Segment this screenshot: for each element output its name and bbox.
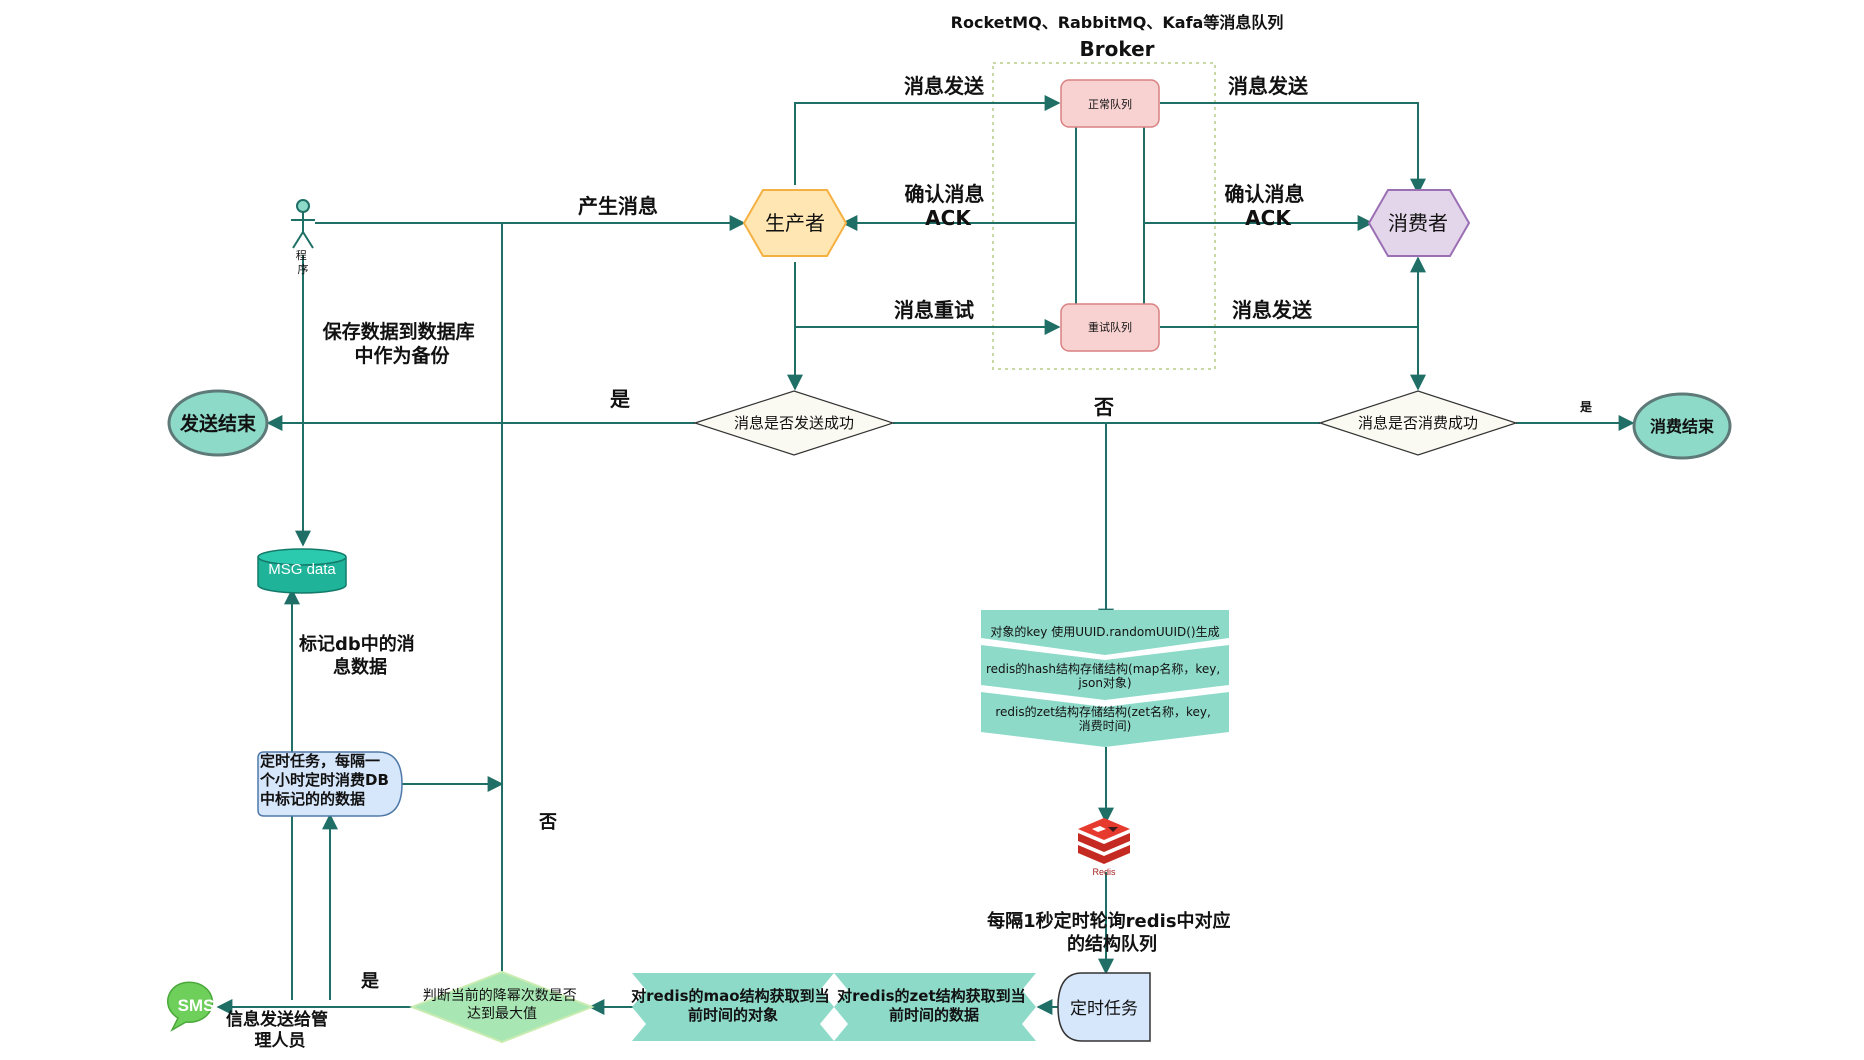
- timer-task-node[interactable]: 定时任务: [1057, 972, 1151, 1042]
- redis-node[interactable]: Redis: [1078, 818, 1130, 877]
- consume-success-decision[interactable]: 消息是否消费成功: [1318, 390, 1518, 456]
- sms-bubble-icon: [167, 981, 214, 1032]
- consumer-node[interactable]: 消费者: [1367, 189, 1471, 257]
- redis-storage-panel: 对象的key 使用UUID.randomUUID()生成 redis的hash结…: [981, 610, 1229, 747]
- label-yes-send: 是: [609, 387, 630, 411]
- map-fetch-step[interactable]: 对redis的mao结构获取到当 前时间的对象: [631, 973, 835, 1041]
- normal-queue[interactable]: 正常队列: [1060, 79, 1160, 128]
- sms-node[interactable]: SMS: [167, 981, 215, 1032]
- label-poll-redis: 每隔1秒定时轮询redis中对应 的结构队列: [987, 910, 1237, 955]
- consume-end-label: 消费结束: [1650, 417, 1715, 436]
- program-label: 程 序: [296, 249, 311, 276]
- producer-node[interactable]: 生产者: [742, 189, 848, 257]
- label-yes-max: 是: [360, 971, 379, 992]
- label-ack-right: 确认消息 ACK: [1225, 182, 1312, 230]
- cron-db-label: 定时任务，每隔一 个小时定时消费DB 中标记的的数据: [259, 752, 394, 808]
- label-backup-db: 保存数据到数据库 中作为备份: [322, 320, 482, 367]
- producer-label: 生产者: [765, 211, 825, 235]
- send-success-decision[interactable]: 消息是否发送成功: [693, 390, 895, 456]
- consume-check-label: 消息是否消费成功: [1358, 414, 1478, 432]
- max-count-decision[interactable]: 判断当前的降幂次数是否 达到最大值: [409, 970, 595, 1044]
- label-queue-to-consumer: 消息发送: [1228, 74, 1309, 98]
- max-check-label: 判断当前的降幂次数是否 达到最大值: [423, 987, 581, 1022]
- redis-row-3: redis的zet结构存储结构(zet名称，key, 消费时间): [995, 704, 1214, 733]
- timer-task-label: 定时任务: [1070, 999, 1138, 1019]
- label-ack-left: 确认消息 ACK: [905, 182, 992, 230]
- consume-end-node[interactable]: 消费结束: [1632, 392, 1732, 460]
- label-notify-admin: 信息发送给管 理人员: [226, 1009, 334, 1051]
- retry-queue-label: 重试队列: [1088, 320, 1132, 334]
- send-check-label: 消息是否发送成功: [734, 414, 854, 432]
- normal-queue-label: 正常队列: [1088, 97, 1132, 111]
- send-end-label: 发送结束: [179, 412, 257, 435]
- retry-queue[interactable]: 重试队列: [1060, 303, 1160, 352]
- label-retry-send: 消息发送: [1232, 298, 1313, 322]
- sms-label: SMS: [178, 996, 215, 1015]
- program-actor[interactable]: [291, 199, 315, 249]
- label-mark-db: 标记db中的消 息数据: [298, 633, 421, 678]
- edge-normal-queue-to-consumer: [1160, 102, 1426, 195]
- label-retry-msg: 消息重试: [894, 298, 974, 322]
- label-no-max: 否: [538, 812, 557, 833]
- msg-db-label: MSG data: [268, 561, 336, 578]
- label-yes-consume: 是: [1579, 400, 1593, 414]
- connectors: [216, 95, 1635, 1015]
- map-fetch-label: 对redis的mao结构获取到当 前时间的对象: [631, 987, 835, 1024]
- msg-db-node[interactable]: MSG data: [257, 548, 347, 594]
- zet-fetch-step[interactable]: 对redis的zet结构获取到当 前时间的数据: [834, 973, 1036, 1041]
- person-icon: [296, 199, 310, 213]
- redis-row-2: redis的hash结构存储结构(map名称，key, json对象): [986, 661, 1224, 690]
- queue-products-title: RocketMQ、RabbitMQ、Kafa等消息队列: [951, 13, 1284, 32]
- broker-title: Broker: [1079, 37, 1154, 61]
- send-end-node[interactable]: 发送结束: [167, 389, 269, 457]
- broker-boundary: [992, 62, 1216, 370]
- zet-fetch-label: 对redis的zet结构获取到当 前时间的数据: [837, 987, 1031, 1024]
- edge-producer-to-normal-queue: [794, 95, 1061, 185]
- redis-icon: [1078, 818, 1130, 864]
- cron-db-task-node[interactable]: 定时任务，每隔一 个小时定时消费DB 中标记的的数据: [257, 751, 403, 817]
- redis-row-1: 对象的key 使用UUID.randomUUID()生成: [990, 624, 1219, 639]
- label-send-to-queue: 消息发送: [904, 74, 985, 98]
- redis-label: Redis: [1092, 867, 1116, 877]
- label-no-send: 否: [1093, 395, 1114, 419]
- consumer-label: 消费者: [1388, 211, 1448, 235]
- label-produce-msg: 产生消息: [578, 194, 658, 218]
